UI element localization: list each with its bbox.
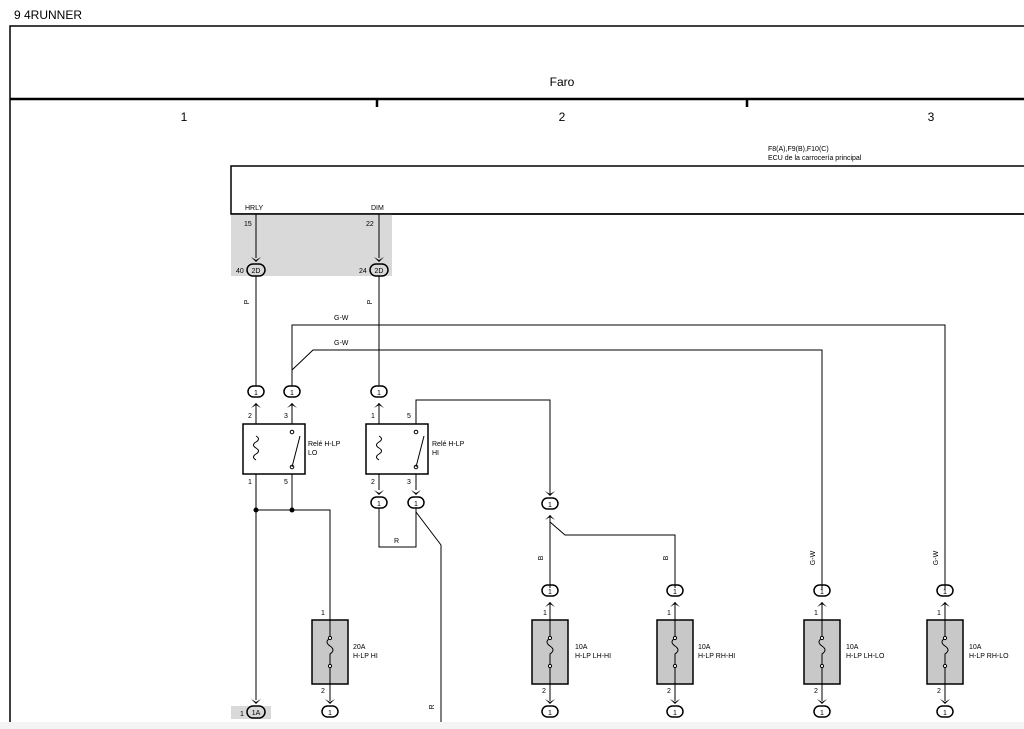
wire-color-p-left: P bbox=[244, 299, 251, 304]
ecu-pin-number-15: 15 bbox=[244, 221, 252, 228]
wire-color-b-right: B bbox=[663, 555, 670, 560]
relay-hi-conn-bottom-right: 1 bbox=[414, 501, 418, 508]
relay-lo-name-line1: Relé H-LP bbox=[308, 441, 341, 448]
ecu-conn-id-right: 2D bbox=[375, 268, 384, 275]
fuse-4-conn-top: 1 bbox=[820, 589, 824, 596]
fuse-3-conn-top: 1 bbox=[673, 589, 677, 596]
fuse-2-conn-bottom: 1 bbox=[548, 710, 552, 717]
section-title: Faro bbox=[550, 75, 575, 89]
relay-hi-pin-2: 2 bbox=[371, 479, 375, 486]
relay-hi-conn-top: 1 bbox=[377, 390, 381, 397]
fuse-5-amps: 10A bbox=[969, 644, 982, 651]
relay-hi-pin-1: 1 bbox=[371, 413, 375, 420]
relay-lo-name-line2: LO bbox=[308, 450, 318, 457]
relay-hi-name-line1: Relé H-LP bbox=[432, 441, 465, 448]
wire-color-r-bottom: R bbox=[429, 704, 436, 709]
fuse-4-pin-bottom: 2 bbox=[814, 688, 818, 695]
fuse-3-name: H-LP RH-HI bbox=[698, 653, 735, 660]
fuse-1-name: H-LP HI bbox=[353, 653, 378, 660]
fuse-3-pin-bottom: 2 bbox=[667, 688, 671, 695]
fuse-2-pin-bottom: 2 bbox=[542, 688, 546, 695]
ecu-conn-number-40: 40 bbox=[236, 268, 244, 275]
fuse-2-pin-top: 1 bbox=[543, 610, 547, 617]
wire-color-gw-top: G-W bbox=[334, 315, 349, 322]
column-number-3: 3 bbox=[928, 110, 935, 124]
ecu-conn-id-left: 2D bbox=[252, 268, 261, 275]
relay-lo bbox=[242, 423, 306, 475]
fuse-4-pin-top: 1 bbox=[814, 610, 818, 617]
bottom-left-conn-number: 1 bbox=[240, 711, 244, 718]
ecu-codes: F8(A),F9(B),F10(C) bbox=[768, 146, 829, 153]
fuse-1-pin-bottom: 2 bbox=[321, 688, 325, 695]
fuse-5-pin-bottom: 2 bbox=[937, 688, 941, 695]
wire-color-gw-fuse4: G-W bbox=[933, 550, 940, 565]
relay-lo-pin-3: 3 bbox=[284, 413, 288, 420]
ecu-pin-number-22: 22 bbox=[366, 221, 374, 228]
fuse-1-amps: 20A bbox=[353, 644, 366, 651]
page-header: 9 4RUNNER bbox=[14, 8, 82, 22]
wire-color-gw-fuse3: G-W bbox=[810, 550, 817, 565]
relay-lo-pin-5: 5 bbox=[284, 479, 288, 486]
ecu-conn-number-24: 24 bbox=[359, 268, 367, 275]
fuse-2-name: H-LP LH-HI bbox=[575, 653, 611, 660]
fuse-1-conn-bottom: 1 bbox=[328, 710, 332, 717]
relay-hi-conn-bottom-left: 1 bbox=[377, 501, 381, 508]
relay-hi-pin-5: 5 bbox=[407, 413, 411, 420]
ecu-connector-shading bbox=[231, 214, 392, 276]
relay-lo-conn-right: 1 bbox=[290, 390, 294, 397]
fuse-4-conn-bottom: 1 bbox=[820, 710, 824, 717]
fuse-2-amps: 10A bbox=[575, 644, 588, 651]
fuse-4-amps: 10A bbox=[846, 644, 859, 651]
fuse-5-conn-top: 1 bbox=[943, 589, 947, 596]
fuse-5-pin-top: 1 bbox=[937, 610, 941, 617]
relay-lo-pin-1: 1 bbox=[248, 479, 252, 486]
ecu-name: ECU de la carrocería principal bbox=[768, 155, 862, 162]
bottom-left-conn-id: 1A bbox=[252, 710, 261, 717]
relay-lo-conn-left: 1 bbox=[254, 390, 258, 397]
ecu-pin-label-dim: DIM bbox=[371, 205, 384, 212]
fuse-5-name: H-LP RH-LO bbox=[969, 653, 1009, 660]
relay-hi-pin-3: 3 bbox=[407, 479, 411, 486]
fuse-5-conn-bottom: 1 bbox=[943, 710, 947, 717]
fuse-1-pin-top: 1 bbox=[321, 610, 325, 617]
fuse-3-pin-top: 1 bbox=[667, 610, 671, 617]
wire-color-gw-second: G-W bbox=[334, 340, 349, 347]
relay-hi bbox=[365, 423, 429, 475]
wire-color-r-mid: R bbox=[394, 538, 399, 545]
column-number-2: 2 bbox=[559, 110, 566, 124]
fuse-4-name: H-LP LH-LO bbox=[846, 653, 885, 660]
wire-color-b-left: B bbox=[538, 555, 545, 560]
fuse-3-conn-bottom: 1 bbox=[673, 710, 677, 717]
fuse-3-amps: 10A bbox=[698, 644, 711, 651]
relay-hi-name-line2: HI bbox=[432, 450, 439, 457]
column-number-1: 1 bbox=[181, 110, 188, 124]
ecu-pin-label-hrly: HRLY bbox=[245, 205, 263, 212]
junction-conn: 1 bbox=[548, 502, 552, 509]
wire-color-p-right: P bbox=[367, 299, 374, 304]
relay-lo-pin-2: 2 bbox=[248, 413, 252, 420]
fuse-2-conn-top: 1 bbox=[548, 589, 552, 596]
